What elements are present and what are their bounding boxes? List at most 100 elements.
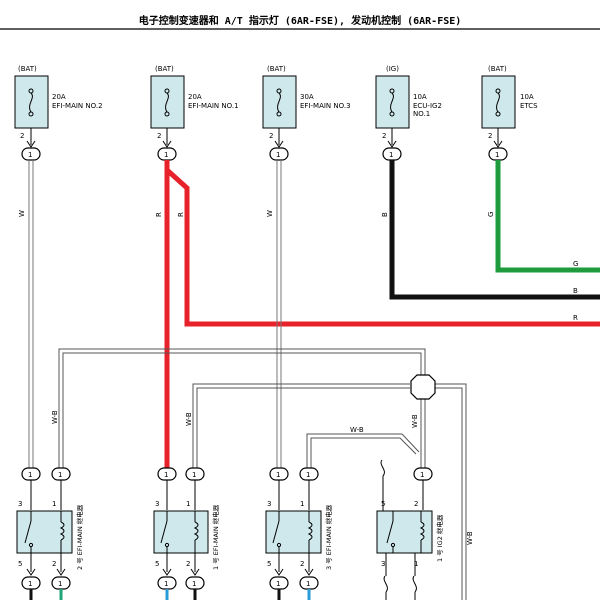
relay-name-label: 3 号 EFI-MAIN 继电器: [324, 504, 333, 570]
wire-color-label: W-B: [51, 410, 59, 424]
relay-body: [153, 510, 209, 554]
fuse-body: [481, 75, 516, 129]
connector-label: 1: [164, 471, 168, 479]
fuse-name-label: ECU-IG2: [413, 102, 442, 110]
fuse-amp-label: 20A: [188, 93, 202, 101]
splice-junction: [410, 374, 436, 400]
connector-label: 1: [420, 471, 424, 479]
relay-pin-label: 2: [186, 560, 190, 568]
wire-red-efi1: R R R: [155, 160, 600, 468]
svg-text:1: 1: [192, 580, 196, 588]
diagram-title: 电子控制变速器和 A/T 指示灯 (6AR-FSE), 发动机控制 (6AR-F…: [138, 16, 462, 27]
wire-color-label: W: [18, 210, 26, 217]
wire-black-ecu-ig2: B B: [381, 160, 600, 300]
fuse-amp-label: 20A: [52, 93, 66, 101]
wire-color-label: G: [487, 212, 495, 217]
fuse-pin-label: 2: [488, 132, 492, 140]
wire-white-efi2: W: [18, 160, 34, 468]
fuse-amp-label: 10A: [413, 93, 427, 101]
relay-body: [376, 510, 433, 554]
fuse-pin-label: 2: [269, 132, 273, 140]
connector-label: 1: [495, 151, 499, 159]
wire-color-label: B: [381, 212, 389, 217]
fuse-pin-label: 2: [157, 132, 161, 140]
fuse-source-label: (BAT): [488, 65, 507, 73]
wire-color-label: R: [155, 212, 163, 217]
relay-pin-label: 5: [18, 560, 22, 568]
fuse-pin-label: 2: [20, 132, 24, 140]
svg-text:1: 1: [28, 580, 32, 588]
fuse-name-label: EFI-MAIN NO.3: [300, 102, 351, 110]
fuse-source-label: (BAT): [155, 65, 174, 73]
relay-pin-label: 1: [52, 500, 56, 508]
fuse-name-label: EFI-MAIN NO.1: [188, 102, 239, 110]
relay-name-label: 1 号 EFI-MAIN 继电器: [211, 504, 220, 570]
connector-label: 1: [276, 151, 280, 159]
fuse-source-label: (BAT): [18, 65, 37, 73]
connector-label: 1: [28, 471, 32, 479]
fuse-source-label: (IG): [386, 65, 399, 73]
fuse-name-label: EFI-MAIN NO.2: [52, 102, 103, 110]
fuse-body: [14, 75, 49, 129]
relay-pin-label: 2: [52, 560, 56, 568]
relay-pin-label: 3: [381, 560, 385, 568]
wire-color-label: R: [573, 314, 578, 322]
wire-wb-ground-bus: [58, 348, 467, 600]
fuse-efi-main-no2: (BAT) 20A EFI-MAIN NO.2 2: [14, 65, 103, 140]
relay-pin-label: 3: [18, 500, 22, 508]
svg-text:1: 1: [306, 580, 310, 588]
connector-label: 1: [28, 151, 32, 159]
wire-color-label: W-B: [466, 531, 474, 545]
relay-body: [16, 510, 73, 554]
wire-color-label: W-B: [411, 414, 419, 428]
relay-efi-main-no3: 3 1 5 2 1 1 3 号 EFI-MAIN 继电器: [265, 480, 333, 600]
wire-green-etcs: G G: [487, 160, 600, 273]
fuse-connectors: 1 1 1 1 1: [21, 128, 508, 161]
relay-pin-label: 5: [267, 560, 271, 568]
relay-pin-label: 1: [414, 560, 418, 568]
fuse-pin-label: 2: [382, 132, 386, 140]
relay-ig2-no1: 5 2 3 1 1 号 IG2 继电器: [376, 480, 444, 600]
fuse-connector: [269, 147, 289, 161]
fuse-body: [262, 75, 297, 129]
relay-pin-label: 1: [186, 500, 190, 508]
fuse-body: [375, 75, 410, 129]
svg-text:1: 1: [276, 580, 280, 588]
svg-text:1: 1: [164, 580, 168, 588]
relay-pin-label: 3: [267, 500, 271, 508]
svg-text:1: 1: [58, 580, 62, 588]
fuse-name-label-2: NO.1: [413, 110, 430, 118]
fuse-etcs: (BAT) 10A ETCS 2: [481, 65, 538, 140]
wire-color-label: W-B: [185, 412, 193, 426]
connector-label: 1: [58, 471, 62, 479]
connector-label: 1: [192, 471, 196, 479]
fuse-efi-main-no3: (BAT) 30A EFI-MAIN NO.3 2: [262, 65, 351, 140]
connector-label: 1: [164, 151, 168, 159]
relay-name-label: 1 号 IG2 继电器: [435, 514, 444, 562]
connector-label: 1: [276, 471, 280, 479]
connector-label: 1: [306, 471, 310, 479]
relay-pin-label: 3: [155, 500, 159, 508]
wire-white-efi3: W: [266, 160, 282, 468]
wire-color-label: W: [266, 210, 274, 217]
fuse-ecu-ig2-no1: (IG) 10A ECU-IG2 NO.1 2: [375, 65, 442, 140]
connector-label: 1: [389, 151, 393, 159]
relay-efi-main-no2: 3 1 5 2 1 1 2 号 EFI-MAIN 继电器: [16, 480, 84, 600]
relay-pin-label: 2: [300, 560, 304, 568]
fuse-efi-main-no1: (BAT) 20A EFI-MAIN NO.1 2: [150, 65, 239, 140]
fuse-source-label: (BAT): [267, 65, 286, 73]
relay-name-label: 2 号 EFI-MAIN 继电器: [75, 504, 84, 570]
wire-color-label: B: [573, 287, 578, 295]
fuse-amp-label: 30A: [300, 93, 314, 101]
wire-color-label: G: [573, 260, 578, 268]
wire-color-label: R: [177, 212, 185, 217]
fuse-connector: [21, 147, 41, 161]
relay-pin-label: 5: [155, 560, 159, 568]
relay-efi-main-no1: 3 1 5 2 1 1 1 号 EFI-MAIN 继电器: [153, 480, 220, 600]
fuse-body: [150, 75, 185, 129]
wire-color-label: W-B: [350, 426, 364, 434]
relay-pin-label: 2: [414, 500, 418, 508]
fuse-amp-label: 10A: [520, 93, 534, 101]
relay-pin-label: 1: [300, 500, 304, 508]
